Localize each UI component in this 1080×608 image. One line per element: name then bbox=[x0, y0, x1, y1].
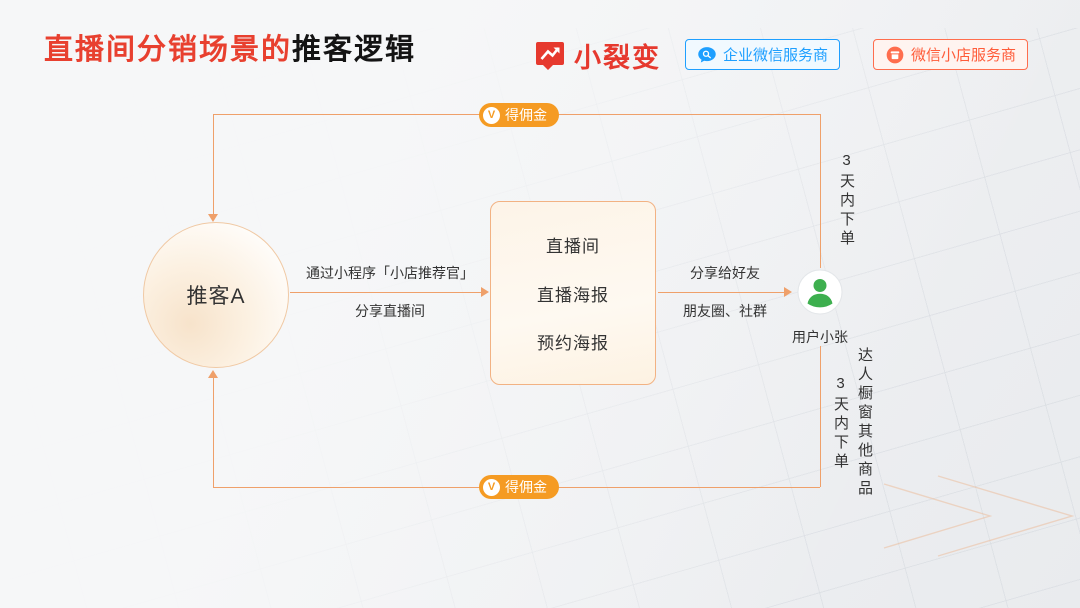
brand-logo: 小裂变 bbox=[533, 36, 661, 75]
connector-bottom-left-vertical bbox=[213, 378, 214, 487]
arrowhead-up-icon bbox=[208, 370, 218, 378]
chat-search-icon bbox=[698, 46, 716, 62]
promoter-label: 推客A bbox=[186, 285, 246, 308]
badge-wecom-provider: 企业微信服务商 bbox=[685, 39, 841, 70]
note-order-3days-bottom: 3天内下单 bbox=[832, 374, 849, 472]
commission-top-label: 得佣金 bbox=[505, 107, 547, 123]
note-showcase-products: 达人橱窗其他商品 bbox=[856, 347, 873, 499]
share-step-line2: 分享直播间 bbox=[355, 303, 425, 319]
connector-assets-to-user bbox=[658, 292, 784, 293]
connector-top-right-vertical bbox=[820, 114, 821, 268]
share-assets-box: 直播间 直播海报 预约海报 bbox=[490, 201, 656, 385]
background-accent-chevrons bbox=[883, 475, 1075, 557]
title-highlight: 直播间分销场景的 bbox=[44, 34, 293, 66]
share-out-line1: 分享给好友 bbox=[690, 265, 760, 281]
badge-store-label: 微信小店服务商 bbox=[911, 47, 1017, 64]
commission-badge-bottom: V 得佣金 bbox=[479, 475, 559, 499]
share-out-line2: 朋友圈、社群 bbox=[683, 303, 767, 319]
asset-live-poster: 直播海报 bbox=[537, 285, 609, 305]
page-title: 直播间分销场景的推客逻辑 bbox=[44, 26, 416, 68]
arrowhead-down-icon bbox=[208, 214, 218, 222]
commission-bottom-label: 得佣金 bbox=[505, 479, 547, 495]
title-rest: 推客逻辑 bbox=[292, 34, 417, 66]
user-label: 用户小张 bbox=[792, 329, 848, 345]
badge-wecom-label: 企业微信服务商 bbox=[723, 47, 829, 64]
asset-reserve-poster: 预约海报 bbox=[537, 334, 609, 353]
connector-bottom-right-vertical bbox=[820, 346, 821, 487]
coin-icon: V bbox=[483, 478, 500, 496]
connector-promoter-to-assets bbox=[290, 292, 481, 293]
note-order-3days-top: 3天内下单 bbox=[838, 152, 855, 249]
commission-badge-top: V 得佣金 bbox=[479, 103, 559, 127]
user-icon bbox=[797, 269, 843, 315]
note-bottom-group: 达人橱窗其他商品 3天内下单 bbox=[827, 344, 878, 502]
arrowhead-right-icon bbox=[784, 287, 792, 297]
arrowhead-right-icon bbox=[481, 287, 489, 297]
coin-icon: V bbox=[483, 106, 500, 124]
connector-top-left-vertical bbox=[213, 114, 214, 214]
asset-live-room: 直播间 bbox=[546, 237, 600, 256]
share-step-line1: 通过小程序「小店推荐官」 bbox=[306, 265, 474, 281]
store-icon bbox=[886, 46, 904, 63]
brand-name: 小裂变 bbox=[574, 43, 661, 73]
promoter-node: 推客A bbox=[143, 222, 289, 368]
user-node bbox=[797, 269, 843, 315]
trend-flag-icon bbox=[536, 41, 564, 70]
badge-store-provider: 微信小店服务商 bbox=[873, 39, 1029, 70]
